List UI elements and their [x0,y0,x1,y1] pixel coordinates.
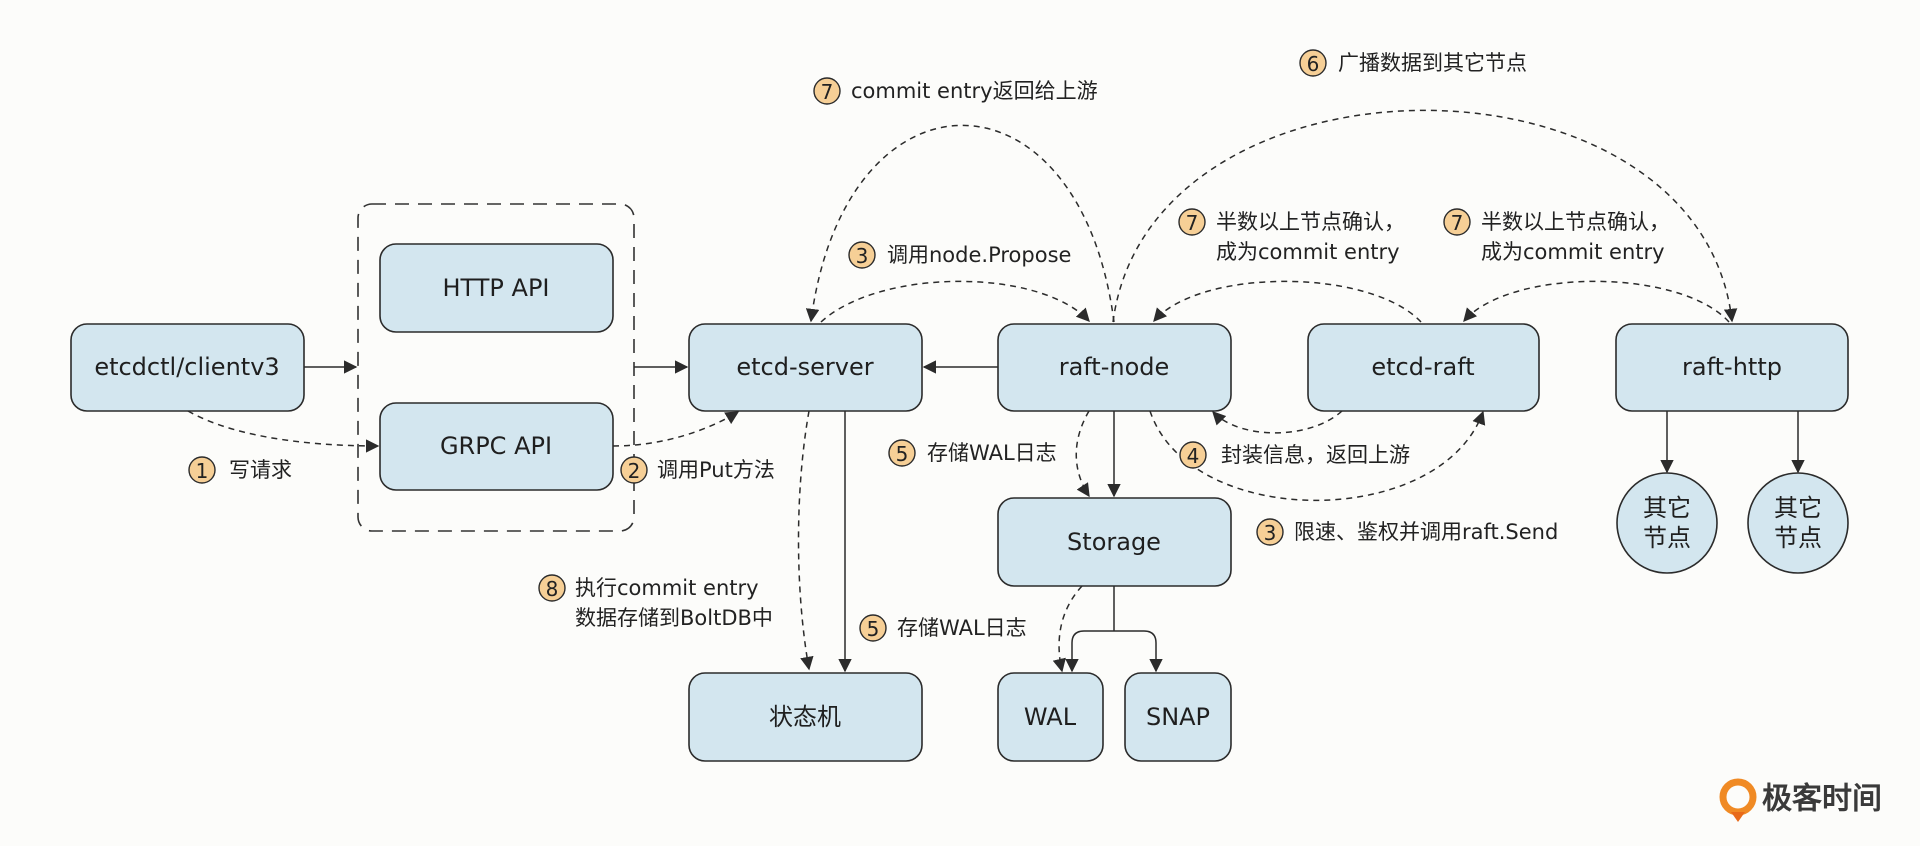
node-raft-node: raft-node [997,323,1232,412]
step-number: 5 [867,617,880,641]
step-number: 7 [1186,211,1199,235]
flow-5-storage-to-wal [1052,585,1083,673]
node-other-2-line-2: 节点 [1774,524,1822,552]
step-badge-5 [888,439,916,467]
node-other-1-line-2: 节点 [1643,524,1691,552]
flow-4-etcd-raft-to-raft-node [1212,410,1343,434]
edge-storage-to-snap [1143,630,1163,673]
annotation-1: 1 写请求 [188,456,292,484]
node-http-api: HTTP API [379,243,614,333]
step-badge-6 [1299,49,1327,77]
node-storage-label: Storage [1067,528,1161,556]
node-grpc-api-label: GRPC API [440,432,552,460]
step-badge-7 [1178,208,1206,236]
node-etcd-server-label: etcd-server [736,353,873,381]
node-grpc-api: GRPC API [379,402,614,491]
annotation-7-left: 7 半数以上节点确认， 成为commit entry [1178,208,1405,264]
node-client: etcdctl/clientv3 [70,323,305,412]
node-raft-http-label: raft-http [1682,353,1782,381]
step-badge-1 [188,456,216,484]
node-raft-http: raft-http [1615,323,1849,412]
flow-7-etcd-raft-to-raft-node [1153,280,1422,323]
node-snap-label: SNAP [1146,703,1210,731]
step-badge-8 [538,574,566,602]
node-raft-node-label: raft-node [1059,353,1170,381]
annotation-text: 限速、鉴权并调用raft.Send [1294,520,1558,544]
annotation-7-return: 7 commit entry返回给上游 [813,77,1098,105]
step-badge-7 [1443,208,1471,236]
node-storage: Storage [997,497,1232,587]
flow-6-broadcast [1112,109,1738,323]
annotation-text: 调用Put方法 [657,458,775,482]
annotation-text: 数据存储到BoltDB中 [575,606,773,630]
flow-3-propose [820,280,1090,323]
flow-1-client-to-grpc [187,410,380,453]
step-badge-5 [859,614,887,642]
node-etcd-raft: etcd-raft [1307,323,1540,412]
annotation-text: 写请求 [229,458,292,482]
node-wal: WAL [997,672,1104,762]
annotation-text: 半数以上节点确认， [1216,210,1405,234]
step-number: 2 [628,459,641,483]
logo-text: 极客时间 [1762,782,1882,817]
annotation-text: 成为commit entry [1216,240,1400,264]
flow-5-raft-node-to-storage [1075,410,1090,498]
annotation-5-top: 5 存储WAL日志 [888,439,1057,467]
annotation-text: commit entry返回给上游 [851,79,1098,103]
annotation-8: 8 执行commit entry 数据存储到BoltDB中 [538,574,773,630]
annotation-text: 存储WAL日志 [927,441,1057,465]
step-number: 7 [821,80,834,104]
step-badge-2 [620,456,648,484]
node-etcd-raft-label: etcd-raft [1371,353,1474,381]
node-state-machine-label: 状态机 [769,703,841,731]
step-badge-4 [1179,441,1207,469]
step-number: 8 [546,577,559,601]
node-other-2-line-1: 其它 [1774,494,1822,522]
flow-7-commit-return [805,124,1115,323]
step-number: 3 [1264,521,1277,545]
node-client-label: etcdctl/clientv3 [94,353,279,381]
node-snap: SNAP [1124,672,1232,762]
step-number: 3 [856,244,869,268]
annotation-7-right: 7 半数以上节点确认， 成为commit entry [1443,208,1670,264]
flow-7-raft-http-to-etcd-raft [1463,280,1730,323]
logo-icon [1719,778,1757,822]
annotation-text: 半数以上节点确认， [1481,210,1670,234]
flow-3-raft-node-to-etcd-raft [1149,410,1486,501]
annotation-text: 存储WAL日志 [897,616,1027,640]
step-number: 7 [1451,211,1464,235]
step-badge-7 [813,77,841,105]
flow-8-etcd-server-to-state-machine [797,410,814,671]
annotation-text: 广播数据到其它节点 [1338,51,1527,75]
node-other-1-line-1: 其它 [1643,494,1691,522]
edge-storage-to-wal [1065,630,1085,673]
step-number: 5 [896,442,909,466]
annotation-text: 封装信息，返回上游 [1221,443,1410,467]
node-other-2: 其它 节点 [1747,472,1849,574]
annotation-3-propose: 3 调用node.Propose [848,241,1071,269]
annotation-text: 成为commit entry [1481,240,1665,264]
node-other-1: 其它 节点 [1616,472,1718,574]
brand-logo: 极客时间 [1719,778,1882,822]
annotation-2: 2 调用Put方法 [620,456,775,484]
node-http-api-label: HTTP API [442,274,549,302]
annotation-3-send: 3 限速、鉴权并调用raft.Send [1256,518,1558,546]
node-wal-label: WAL [1024,703,1077,731]
annotation-6: 6 广播数据到其它节点 [1299,49,1527,77]
edge-storage-branch [1084,586,1144,632]
step-number: 6 [1307,52,1320,76]
node-state-machine: 状态机 [688,672,923,762]
annotation-text: 执行commit entry [575,576,759,600]
step-number: 4 [1187,444,1200,468]
step-number: 1 [196,459,209,483]
flow-2-grpc-to-etcd-server [612,411,740,447]
step-badge-3 [848,241,876,269]
annotation-4: 4 封装信息，返回上游 [1179,441,1410,469]
annotation-5-bottom: 5 存储WAL日志 [859,614,1027,642]
annotation-text: 调用node.Propose [887,243,1071,267]
node-etcd-server: etcd-server [688,323,923,412]
step-badge-3 [1256,518,1284,546]
